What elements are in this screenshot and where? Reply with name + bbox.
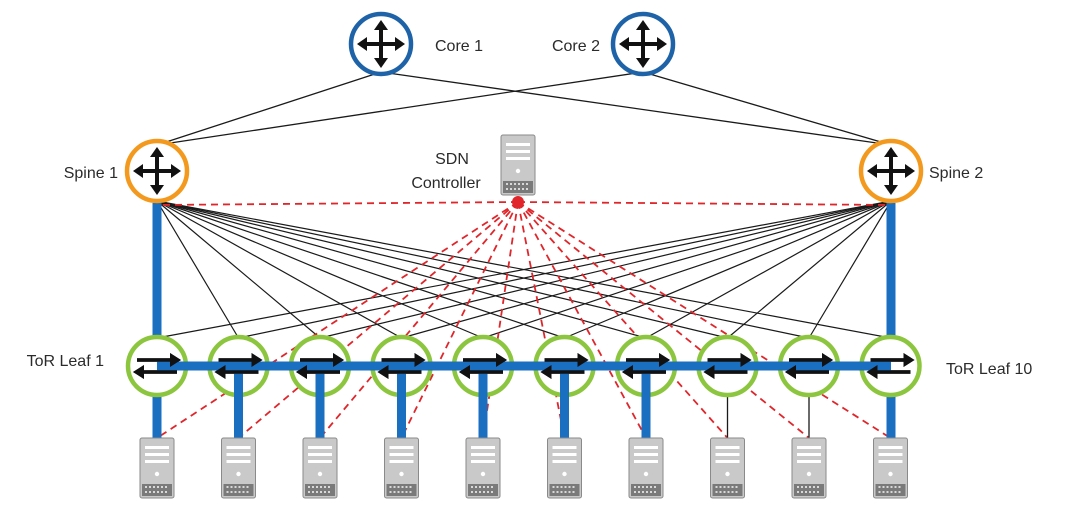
server-tower-icon [873,437,908,499]
tor-leaf-first-label: ToR Leaf 1 [27,353,104,370]
server-tower-icon [791,437,827,499]
sdn-leaf-link [517,201,647,439]
server-tower-icon [547,437,582,499]
spine-leaf-link [727,200,892,339]
spine-leaf-link [156,200,321,339]
sdn-controller-port [512,196,524,208]
spine-leaf-links [156,200,892,339]
server-tower-icon [139,437,175,499]
sdn-controller-label-line1: SDN [435,151,469,168]
core-spine-link [380,71,892,146]
sdn-leaf-link [400,201,519,439]
core-2-router[interactable] [610,11,676,77]
sdn-leaf-link [517,201,729,439]
fabric-bus-horizontal [131,351,917,438]
spine-leaf-link [808,200,892,339]
server-tower-icon [465,437,501,499]
core-spine-link [156,71,382,146]
sdn-controller[interactable] [500,134,536,196]
core-1-router[interactable] [348,11,414,77]
core-2-label: Core 2 [552,38,600,55]
core-spine-link [156,71,644,146]
spine-leaf-link [156,200,810,339]
spine-leaf-link [156,200,728,339]
server-1[interactable] [139,437,175,499]
server-tower-icon [384,437,419,499]
sdn-leaf-link [517,201,891,439]
spine-2-label: Spine 2 [929,165,983,182]
server-10[interactable] [873,437,908,499]
spine-leaf-link [156,200,647,339]
server-6[interactable] [547,437,582,499]
leaf-server-thin-links [726,394,892,438]
core-1-label: Core 1 [435,38,483,55]
server-5[interactable] [465,437,501,499]
spine-leaf-link [156,200,484,339]
spine-1-label: Spine 1 [64,165,118,182]
server-9[interactable] [791,437,827,499]
sdn-leaf-link [237,201,519,439]
server-tower-icon [302,437,338,499]
sdn-controller-label-line2: Controller [411,175,481,192]
server-tower-icon [221,437,256,499]
spine-leaf-link [482,200,892,339]
spine-leaf-link [238,200,892,339]
spine-leaf-link [156,200,565,339]
server-4[interactable] [384,437,419,499]
spine-leaf-link [401,200,892,339]
servers-row [139,437,908,499]
core-spine-links [156,71,892,146]
server-tower-icon [710,437,745,499]
fabric-bus [152,203,896,438]
spine-leaf-link [156,200,402,339]
sdn-leaf-link [517,201,566,439]
server-7[interactable] [628,437,664,499]
sdn-control-links [156,201,892,439]
tor-leaf-last-label: ToR Leaf 10 [946,361,1032,378]
core-spine-link [642,71,892,146]
sdn-spine-link [156,201,519,206]
sdn-leaf-link [517,201,810,439]
spine-1-router[interactable] [124,138,190,204]
spine-leaf-link [156,200,240,339]
server-tower-icon [628,437,664,499]
server-8[interactable] [710,437,745,499]
spine-leaf-link [564,200,892,339]
spine-2-router[interactable] [858,138,924,204]
server-2[interactable] [221,437,256,499]
spine-leaf-link [645,200,892,339]
spine-leaf-link [156,200,892,339]
sdn-leaf-link [482,201,519,439]
sdn-spine-link [517,201,892,206]
server-3[interactable] [302,437,338,499]
sdn-leaf-link [319,201,519,439]
server-tower-icon [500,134,536,196]
spine-leaf-link [319,200,892,339]
